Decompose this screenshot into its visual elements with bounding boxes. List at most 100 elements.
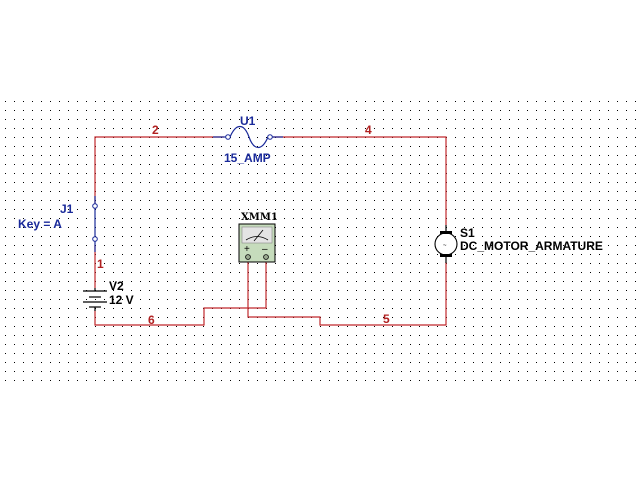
grid-dot <box>104 245 105 246</box>
wire-net-6[interactable] <box>94 258 267 326</box>
grid-dot <box>320 218 321 219</box>
grid-dot <box>635 362 636 363</box>
grid-dot <box>626 353 627 354</box>
grid-dot <box>419 290 420 291</box>
grid-dot <box>122 128 123 129</box>
grid-dot <box>590 200 591 201</box>
wire-net-5[interactable] <box>247 258 447 326</box>
grid-dot <box>239 380 240 381</box>
grid-dot <box>545 191 546 192</box>
grid-dot <box>563 317 564 318</box>
grid-dot <box>302 146 303 147</box>
grid-dot <box>149 119 150 120</box>
grid-dot <box>248 146 249 147</box>
wire-net-4[interactable] <box>273 136 447 225</box>
grid-dot <box>77 380 78 381</box>
grid-dot <box>149 164 150 165</box>
grid-dot <box>257 128 258 129</box>
grid-dot <box>401 191 402 192</box>
grid-dot <box>383 335 384 336</box>
wire-net-2[interactable] <box>94 136 224 204</box>
grid-dot <box>482 380 483 381</box>
grid-dot <box>356 227 357 228</box>
grid-dot <box>527 137 528 138</box>
grid-dot <box>329 272 330 273</box>
grid-dot <box>590 128 591 129</box>
grid-dot <box>59 254 60 255</box>
grid-dot <box>50 371 51 372</box>
grid-dot <box>104 119 105 120</box>
grid-dot <box>194 317 195 318</box>
grid-dot <box>347 182 348 183</box>
grid-dot <box>266 200 267 201</box>
grid-dot <box>509 218 510 219</box>
grid-dot <box>320 380 321 381</box>
grid-dot <box>239 209 240 210</box>
grid-dot <box>536 290 537 291</box>
grid-dot <box>212 173 213 174</box>
grid-dot <box>41 380 42 381</box>
battery-v2[interactable]: V2 12 V <box>83 279 134 311</box>
grid-dot <box>248 200 249 201</box>
grid-dot <box>86 128 87 129</box>
grid-dot <box>5 281 6 282</box>
grid-dot <box>545 362 546 363</box>
grid-dot <box>392 200 393 201</box>
grid-dot <box>14 362 15 363</box>
grid-dot <box>482 227 483 228</box>
grid-dot <box>275 308 276 309</box>
grid-dot <box>428 110 429 111</box>
grid-dot <box>500 281 501 282</box>
grid-dot <box>356 245 357 246</box>
grid-dot <box>59 146 60 147</box>
grid-dot <box>419 164 420 165</box>
grid-dot <box>554 281 555 282</box>
motor-s1[interactable]: ~ S1 DC_MOTOR_ARMATURE <box>434 225 603 263</box>
grid-dot <box>509 281 510 282</box>
grid-dot <box>563 335 564 336</box>
grid-dot <box>230 344 231 345</box>
grid-dot <box>68 326 69 327</box>
grid-dot <box>491 227 492 228</box>
grid-dot <box>491 326 492 327</box>
grid-dot <box>50 128 51 129</box>
grid-dot <box>266 182 267 183</box>
grid-dot <box>86 299 87 300</box>
grid-dot <box>554 308 555 309</box>
grid-dot <box>545 380 546 381</box>
grid-dot <box>221 344 222 345</box>
multimeter-xmm1[interactable]: XMM1 + – <box>238 212 278 263</box>
grid-dot <box>23 353 24 354</box>
grid-dot <box>284 380 285 381</box>
grid-dot <box>77 119 78 120</box>
grid-dot <box>23 182 24 183</box>
grid-dot <box>50 254 51 255</box>
grid-dot <box>167 362 168 363</box>
multimeter-terminal-plus[interactable] <box>245 254 251 260</box>
grid-dot <box>275 110 276 111</box>
multimeter-terminal-minus[interactable] <box>263 254 269 260</box>
grid-dot <box>527 191 528 192</box>
switch-j1[interactable]: J1 Key = A <box>18 196 98 252</box>
grid-dot <box>284 371 285 372</box>
grid-dot <box>563 227 564 228</box>
grid-dot <box>203 362 204 363</box>
grid-dot <box>221 110 222 111</box>
grid-dot <box>50 209 51 210</box>
grid-dot <box>113 272 114 273</box>
grid-dot <box>383 272 384 273</box>
grid-dot <box>401 281 402 282</box>
grid-dot <box>302 245 303 246</box>
grid-dot <box>554 191 555 192</box>
grid-dot <box>41 146 42 147</box>
grid-dot <box>446 326 447 327</box>
grid-dot <box>302 191 303 192</box>
grid-dot <box>311 200 312 201</box>
grid-dot <box>23 128 24 129</box>
grid-dot <box>635 281 636 282</box>
fuse-u1[interactable]: U1 15_AMP <box>213 114 283 165</box>
grid-dot <box>302 308 303 309</box>
grid-dot <box>329 146 330 147</box>
grid-dot <box>185 299 186 300</box>
